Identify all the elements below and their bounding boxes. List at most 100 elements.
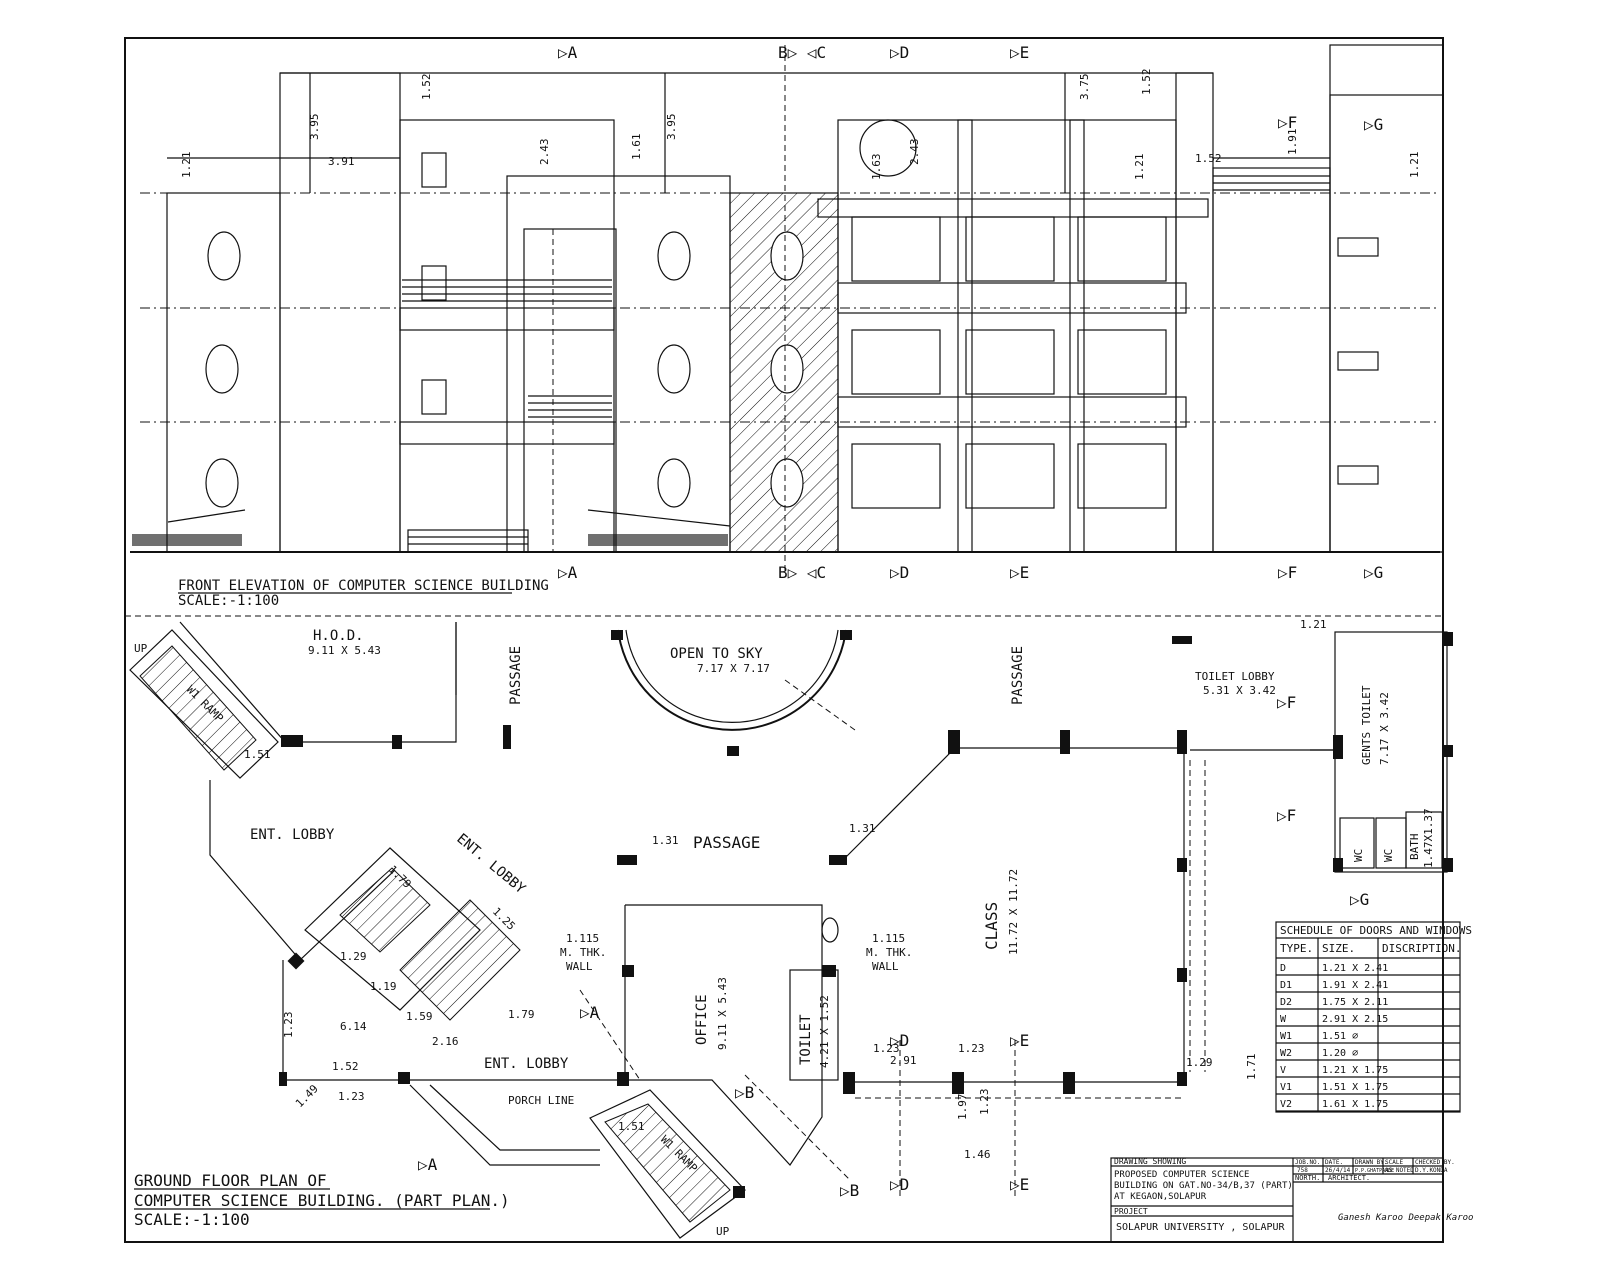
- plan-dimension-label: 2.91: [890, 1054, 917, 1067]
- wall-left-mthk: M. THK.: [560, 946, 606, 959]
- plan-dimension-label: 1.52: [332, 1060, 359, 1073]
- tb-north: NORTH.: [1295, 1174, 1320, 1182]
- room-class-size: 11.72 X 11.72: [1007, 869, 1020, 955]
- tb-drawing-line2: BUILDING ON GAT.NO-34/B,37 (PART): [1114, 1181, 1293, 1191]
- schedule-cell: D: [1280, 963, 1286, 974]
- room-bath-size: 1.47X1.37: [1422, 808, 1435, 868]
- schedule-cell: 1.51 X 1.75: [1322, 1082, 1388, 1093]
- plan-marker-g: ▷G: [1350, 890, 1369, 909]
- tb-drawing-line3: AT KEGAON,SOLAPUR: [1114, 1192, 1207, 1202]
- room-ent-lobby-3: ENT. LOBBY: [484, 1056, 569, 1072]
- plan-dimension-label: 1.29: [340, 950, 367, 963]
- wall-right-thk: 1.115: [872, 932, 905, 945]
- room-wc-2: WC: [1382, 849, 1395, 862]
- plan-marker-b-2: ▷B: [840, 1181, 859, 1200]
- plan-dimension-label: 2.16: [432, 1035, 459, 1048]
- plan-title-line2: COMPUTER SCIENCE BUILDING. (PART PLAN.): [134, 1191, 510, 1210]
- room-toilet-lobby-name: TOILET LOBBY: [1195, 670, 1275, 683]
- schedule-cell: V: [1280, 1065, 1286, 1076]
- schedule-cell: V1: [1280, 1082, 1292, 1093]
- tb-architect: ARCHITECT.: [1328, 1174, 1370, 1182]
- elevation-dimension-label: 3.75: [1078, 74, 1091, 101]
- room-class-name: CLASS: [982, 902, 1001, 950]
- plan-marker-a: ▷A: [418, 1155, 438, 1174]
- room-passage-left: PASSAGE: [508, 646, 524, 705]
- section-marker-f-top: ▷F: [1278, 113, 1297, 132]
- room-bath: BATH: [1408, 834, 1421, 861]
- schedule-cell: 1.21 X 1.75: [1322, 1065, 1388, 1076]
- plan-dimension-label: 1.23: [338, 1090, 365, 1103]
- elevation-dimension-label: 1.52: [1195, 152, 1222, 165]
- plan-dimension-label: 1.23: [282, 1012, 295, 1039]
- front-elevation: ▷A B▷ ◁C ▷D ▷E ▷F ▷G ▷A B▷ ◁C ▷D ▷E ▷F ▷…: [130, 43, 1444, 609]
- schedule-header-desc: DISCRIPTION.: [1382, 942, 1461, 955]
- room-wc-1: WC: [1352, 849, 1365, 862]
- wall-left-thk: 1.115: [566, 932, 599, 945]
- plan-dimension-label: 1.31: [849, 822, 876, 835]
- up-label-2: UP: [716, 1225, 730, 1238]
- elevation-dimension-label: 1.21: [1408, 152, 1421, 179]
- schedule-cell: D2: [1280, 997, 1292, 1008]
- room-gents-toilet: GENTS TOILET: [1360, 685, 1373, 765]
- section-marker-bc-bottom: B▷ ◁C: [778, 563, 826, 582]
- tb-h-scale: SCALE: [1385, 1159, 1403, 1166]
- elevation-dimension-label: 2.43: [538, 139, 551, 166]
- schedule-cell: 1.75 X 2.11: [1322, 997, 1388, 1008]
- section-marker-bc-top: B▷ ◁C: [778, 43, 826, 62]
- elevation-dimension-label: 1.21: [1133, 154, 1146, 181]
- plan-marker-f-1: ▷F: [1277, 693, 1296, 712]
- plan-title-line1: GROUND FLOOR PLAN OF: [134, 1171, 327, 1190]
- section-marker-e-bottom: ▷E: [1010, 563, 1029, 582]
- porch-line: PORCH LINE: [508, 1094, 574, 1107]
- room-ent-lobby-2: ENT. LOBBY: [453, 831, 528, 898]
- plan-dimension-label: 1.21: [1300, 618, 1327, 631]
- section-marker-e-top: ▷E: [1010, 43, 1029, 62]
- room-hod-size: 9.11 X 5.43: [308, 644, 381, 657]
- elevation-dimension-label: 1.52: [1140, 69, 1153, 96]
- elevation-dimension-label: 1.63: [870, 154, 883, 181]
- elevation-title: FRONT ELEVATION OF COMPUTER SCIENCE BUIL…: [178, 578, 549, 594]
- schedule-cell: 1.91 X 2.41: [1322, 980, 1388, 991]
- room-ent-lobby-1: ENT. LOBBY: [250, 827, 335, 843]
- schedule-cell: W2: [1280, 1048, 1292, 1059]
- section-marker-a-top: ▷A: [558, 43, 578, 62]
- wall-right-mthk: M. THK.: [866, 946, 912, 959]
- plan-dimension-label: 1.49: [293, 1082, 321, 1110]
- tb-v-scale: AS NOTED: [1385, 1167, 1414, 1174]
- plan-dimension-label: 1.23: [978, 1089, 991, 1116]
- section-marker-a-bottom: ▷A: [558, 563, 578, 582]
- door-window-schedule: SCHEDULE OF DOORS AND WINDOWS TYPE. SIZE…: [1275, 921, 1472, 1113]
- tb-drawing-showing: DRAWING SHOWING: [1114, 1157, 1186, 1166]
- schedule-cell: V2: [1280, 1099, 1292, 1110]
- elevation-dimension-label: 3.95: [665, 114, 678, 141]
- room-office-size: 9.11 X 5.43: [716, 977, 729, 1050]
- plan-marker-e-2: ▷E: [1010, 1175, 1029, 1194]
- elevation-dimension-label: 3.91: [328, 155, 355, 168]
- plan-dimension-label: 6.14: [340, 1020, 367, 1033]
- plan-dimension-label: 1.97: [956, 1094, 969, 1121]
- tb-v-checked: D.Y.KONDA: [1415, 1167, 1448, 1174]
- section-marker-g-bottom: ▷G: [1364, 563, 1383, 582]
- schedule-cell: W: [1280, 1014, 1287, 1025]
- section-marker-f-bottom: ▷F: [1278, 563, 1297, 582]
- schedule-header-type: TYPE.: [1280, 942, 1313, 955]
- plan-dimension-label: 1.51: [618, 1120, 645, 1133]
- plan-marker-e-1: ▷E: [1010, 1031, 1029, 1050]
- section-marker-g-top: ▷G: [1364, 115, 1383, 134]
- elevation-scale: SCALE:-1:100: [178, 593, 279, 609]
- room-office-name: OFFICE: [694, 994, 710, 1045]
- schedule-cell: D1: [1280, 980, 1292, 991]
- plan-marker-a-2: ▷A: [580, 1003, 600, 1022]
- schedule-cell: W1: [1280, 1031, 1292, 1042]
- room-open-sky-size: 7.17 X 7.17: [697, 662, 770, 675]
- tb-project: SOLAPUR UNIVERSITY , SOLAPUR: [1116, 1222, 1286, 1233]
- tb-signature: Ganesh Karoo Deepak Karoo: [1338, 1213, 1473, 1223]
- tb-drawing-line1: PROPOSED COMPUTER SCIENCE: [1114, 1170, 1249, 1180]
- room-toilet-lobby-size: 5.31 X 3.42: [1203, 684, 1276, 697]
- tb-project-label: PROJECT: [1114, 1207, 1148, 1216]
- ground-floor-plan: H.O.D. 9.11 X 5.43 OPEN TO SKY 7.17 X 7.…: [129, 618, 1453, 1239]
- section-marker-d-bottom: ▷D: [890, 563, 909, 582]
- schedule-title: SCHEDULE OF DOORS AND WINDOWS: [1280, 924, 1472, 937]
